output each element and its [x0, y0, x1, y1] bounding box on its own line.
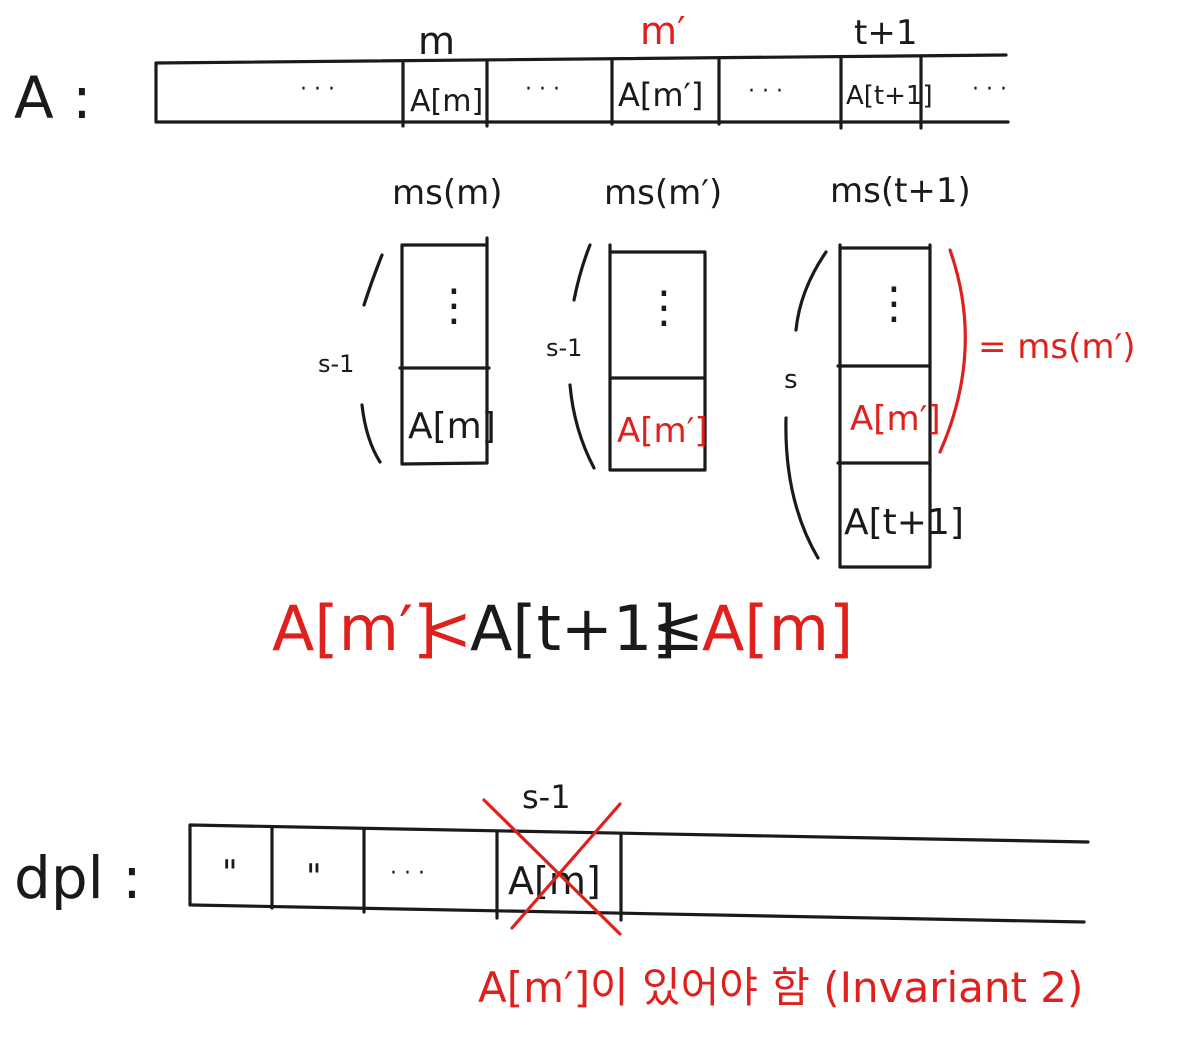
dp-array-label: dpl : — [14, 844, 142, 912]
stack-ms-t-plus-1: ms(t+1) ⋮ A[m′] A[t+1] s = ms(m′) — [784, 171, 1136, 569]
cross-out-mark — [482, 798, 622, 936]
dp-array: dpl : " " · · · A[m] s-1 A[m′]이 있어야 함 (I… — [14, 778, 1090, 1012]
cell-a-m-prime: A[m′] — [618, 76, 703, 114]
inequality-op2: ≤ — [652, 592, 704, 665]
dp-note: A[m′]이 있어야 함 (Invariant 2) — [478, 963, 1083, 1012]
array-a-outline — [154, 53, 1010, 124]
stack-ms-t-plus-1-bottom: A[t+1] — [844, 502, 964, 543]
inequality-op1: < — [420, 592, 472, 665]
label-m-prime: m′ — [640, 9, 686, 53]
stack-ms-m-prime-dots: ⋮ — [642, 282, 686, 333]
stack-ms-t-plus-1-box — [836, 243, 932, 569]
inequality: A[m′] < A[t+1] ≤ A[m] — [272, 592, 853, 665]
stack-ms-m-dots: ⋮ — [432, 280, 476, 331]
stack-ms-m-prime-title: ms(m′) — [604, 173, 722, 213]
stack-ms-m-box — [398, 236, 491, 466]
dp-index-label: s-1 — [522, 778, 571, 816]
equals-ms-m-prime: = ms(m′) — [978, 327, 1136, 367]
stack-ms-m-prime-brace — [568, 243, 596, 470]
stack-ms-t-plus-1-middle: A[m′] — [850, 399, 941, 439]
inequality-right: A[m] — [702, 592, 853, 665]
stack-ms-m-prime: ms(m′) ⋮ A[m′] s-1 — [546, 173, 722, 472]
dp-cell-3: · · · — [390, 861, 425, 886]
red-bracket — [938, 248, 967, 454]
dp-array-outline — [188, 823, 1090, 924]
stack-ms-t-plus-1-side-label: s — [784, 365, 798, 395]
stack-ms-m-title: ms(m) — [392, 173, 502, 213]
array-a: A : m m′ t+1 · · · · · · · · · · · · A[m… — [14, 9, 1010, 132]
array-a-cell-borders — [401, 55, 923, 130]
array-a-dots-2: · · · — [525, 77, 560, 102]
label-m: m — [418, 19, 455, 63]
dp-array-cell-borders — [270, 826, 623, 922]
inequality-left: A[m′] — [272, 592, 437, 665]
array-a-dots-4: · · · — [972, 77, 1007, 102]
label-t-plus-1: t+1 — [854, 13, 917, 53]
stack-ms-t-plus-1-dots: ⋮ — [872, 278, 916, 329]
stack-ms-m-side-label: s-1 — [318, 350, 354, 378]
stack-ms-m-prime-side-label: s-1 — [546, 334, 582, 362]
stack-ms-t-plus-1-title: ms(t+1) — [830, 171, 971, 211]
cell-a-m: A[m] — [410, 84, 483, 119]
stack-ms-m-prime-bottom: A[m′] — [617, 411, 708, 451]
array-a-dots-3: · · · — [748, 79, 783, 104]
dp-cell-2: " — [306, 857, 322, 897]
inequality-middle: A[t+1] — [470, 592, 677, 665]
array-a-label: A : — [14, 64, 92, 132]
stack-ms-m-bottom: A[m] — [408, 406, 496, 447]
stack-ms-m-prime-box — [608, 243, 707, 472]
stack-ms-m: ms(m) ⋮ A[m] s-1 — [318, 173, 502, 466]
stack-ms-t-plus-1-brace — [784, 250, 828, 560]
array-a-dots-1: · · · — [300, 77, 335, 102]
dp-cell-1: " — [222, 853, 238, 893]
cell-a-t-plus-1: A[t+1] — [846, 81, 933, 111]
stack-ms-m-brace — [360, 253, 384, 464]
